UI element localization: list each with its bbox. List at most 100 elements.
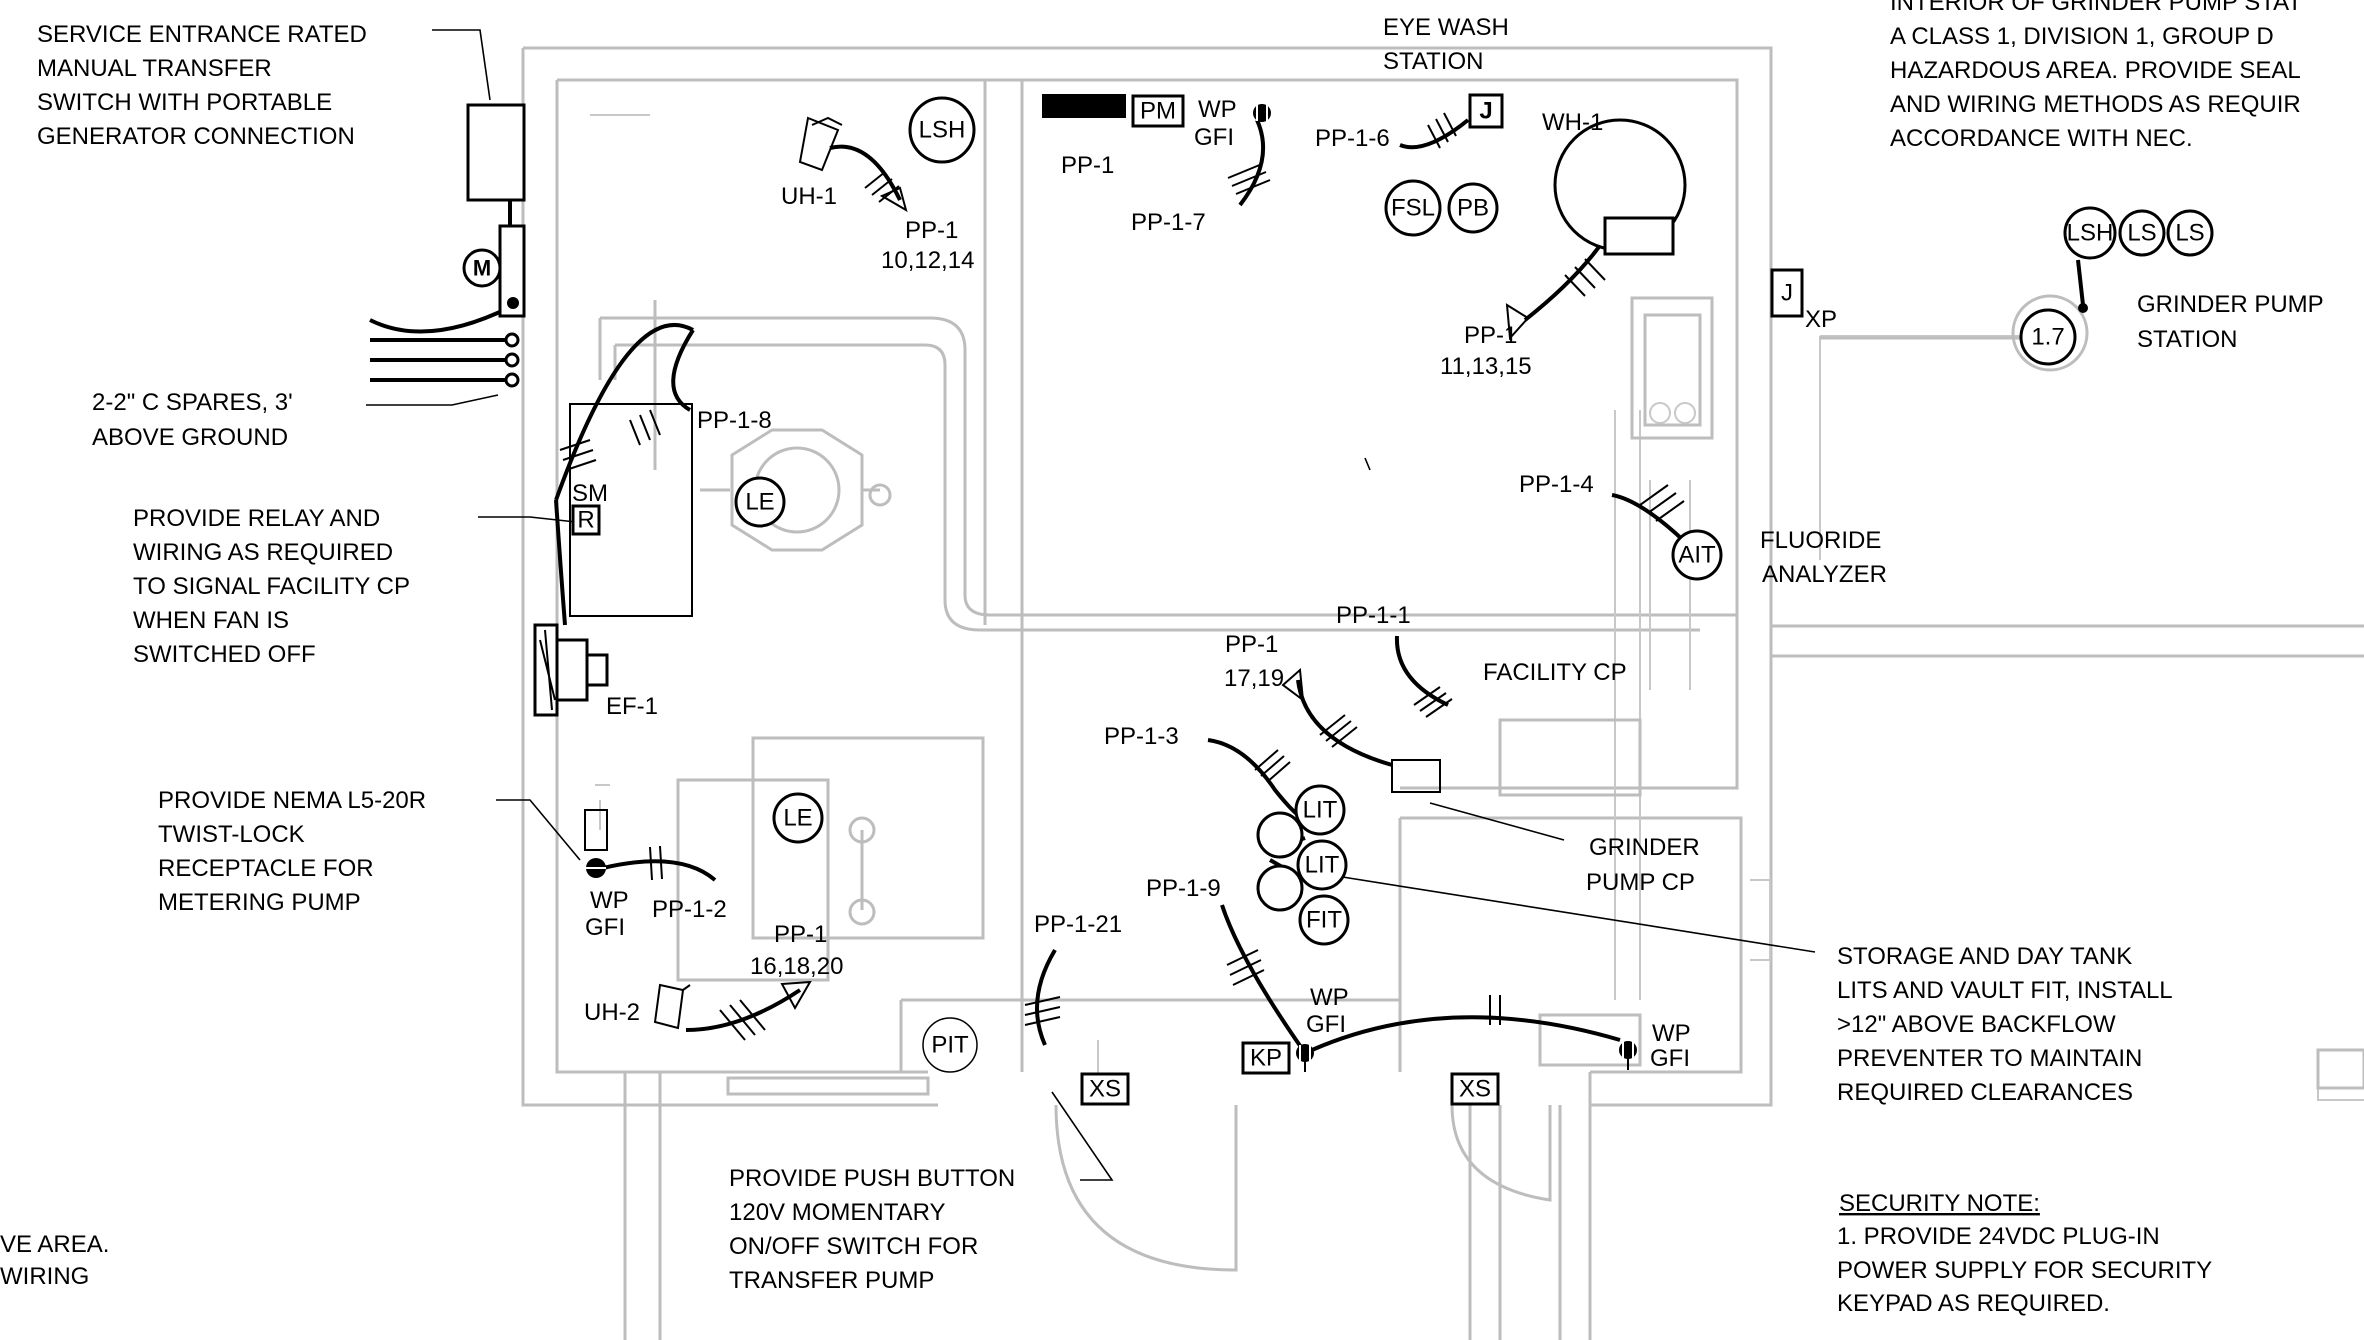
grinder-station-piping: [1820, 294, 2089, 372]
note-grinder-interior: INTERIOR OF GRINDER PUMP STAT A CLASS 1,…: [1890, 0, 2302, 152]
label-symbols-wp: WP: [1310, 984, 1349, 1011]
label-symbols-wp: WP: [1198, 96, 1237, 123]
grinder-cp-box: [1391, 759, 1441, 793]
wiring: [369, 112, 2085, 1052]
instrument-pit: PIT: [922, 1017, 978, 1073]
note-eye-wash: EYE WASH STATION: [1383, 14, 1509, 75]
spare-conduit-ends: [504, 332, 520, 388]
label-notes-grinder-interior-1: A CLASS 1, DIVISION 1, GROUP D: [1890, 23, 2274, 50]
label-symbols-lsh: LSH: [919, 117, 966, 144]
note-storage: STORAGE AND DAY TANK LITS AND VAULT FIT,…: [1837, 943, 2173, 1106]
instrument-lit-2: LIT: [1256, 839, 1348, 912]
instrument-fit: FIT: [1298, 894, 1350, 946]
label-notes-push-button-3: TRANSFER PUMP: [729, 1267, 934, 1294]
label-symbols-wp: WP: [1652, 1020, 1691, 1047]
receptacle-metering: [584, 809, 608, 878]
note-grinder-cp: GRINDER PUMP CP: [1586, 834, 1700, 896]
label-symbols-fsl: FSL: [1391, 195, 1435, 222]
label-notes-eye-wash-1: STATION: [1383, 48, 1483, 75]
label-notes-service-entrance-3: GENERATOR CONNECTION: [37, 123, 355, 150]
label-notes-grinder-interior-0: INTERIOR OF GRINDER PUMP STAT: [1890, 0, 2302, 16]
label-notes-spares-1: ABOVE GROUND: [92, 424, 288, 451]
keypad: KP: [1241, 1041, 1291, 1075]
label-symbols-gfi: GFI: [1306, 1011, 1346, 1038]
label-circuits-pp1-9: PP-1-9: [1146, 875, 1221, 902]
label-notes-nema-1: TWIST-LOCK: [158, 821, 305, 848]
receptacle-right: [1619, 1041, 1637, 1070]
label-notes-push-button-0: PROVIDE PUSH BUTTON: [729, 1165, 1015, 1192]
j-label: J: [1479, 98, 1492, 125]
equipment-outlines: [590, 114, 2364, 1096]
label-notes-storage-3: PREVENTER TO MAINTAIN: [1837, 1045, 2142, 1072]
relay-label: R: [577, 507, 594, 534]
water-heater-wh1: [1553, 118, 1687, 256]
label-notes-nema-0: PROVIDE NEMA L5-20R: [158, 787, 426, 814]
instrument-ait: AIT: [1671, 529, 1723, 581]
transfer-switch: [466, 103, 526, 318]
motor-label: M: [473, 256, 491, 281]
label-symbols-wp: WP: [590, 887, 629, 914]
instrument-pb: PB: [1447, 182, 1499, 234]
label-symbols-le: LE: [745, 489, 774, 516]
label-circuits-pp1-a-nums: 10,12,14: [881, 247, 974, 274]
label-notes-security-1: POWER SUPPLY FOR SECURITY: [1837, 1257, 2212, 1284]
fan-starter-box: R SM: [569, 403, 693, 617]
label-circuits-pp1-d: PP-1: [1225, 631, 1278, 658]
exhaust-fan-ef1: [533, 623, 609, 717]
label-notes-push-button-1: 120V MOMENTARY: [729, 1199, 946, 1226]
label-notes-fluoride-0: FLUORIDE: [1760, 527, 1881, 554]
note-push-button: PROVIDE PUSH BUTTON 120V MOMENTARY ON/OF…: [729, 1165, 1015, 1294]
label-notes-storage-2: >12" ABOVE BACKFLOW: [1837, 1011, 2116, 1038]
note-service-entrance: SERVICE ENTRANCE RATED MANUAL TRANSFER S…: [37, 21, 367, 150]
label-circuits-ef1: EF-1: [606, 693, 658, 720]
security-switch-left: XS: [1080, 1072, 1130, 1106]
grinder-pump-station: LSH LS LS 1.7: [2019, 206, 2214, 366]
label-circuits-wh1: WH-1: [1542, 109, 1603, 136]
label-notes-security-title: SECURITY NOTE:: [1839, 1190, 2040, 1217]
label-circuits-pp1-c-nums: 11,13,15: [1440, 353, 1532, 380]
label-symbols-pit: PIT: [931, 1032, 969, 1059]
security-switch-right: XS: [1450, 1072, 1500, 1106]
label-symbols-ls: LS: [2175, 220, 2204, 247]
note-relay: PROVIDE RELAY AND WIRING AS REQUIRED TO …: [133, 505, 410, 668]
note-nema: PROVIDE NEMA L5-20R TWIST-LOCK RECEPTACL…: [158, 787, 426, 916]
label-notes-storage-4: REQUIRED CLEARANCES: [1837, 1079, 2133, 1106]
door-swings: [1054, 1104, 1552, 1272]
label-notes-spares-0: 2-2" C SPARES, 3': [92, 389, 293, 416]
label-notes-storage-0: STORAGE AND DAY TANK: [1837, 943, 2132, 970]
label-symbols-gfi: GFI: [1194, 124, 1234, 151]
label-circuits-pp1-7: PP-1-7: [1131, 209, 1206, 236]
label-notes-service-entrance-2: SWITCH WITH PORTABLE: [37, 89, 332, 116]
label-notes-grinder-station-0: GRINDER PUMP: [2137, 291, 2324, 318]
instrument-le-lower: LE: [772, 792, 824, 844]
uh1-heater: [798, 116, 843, 172]
label-notes-security-2: KEYPAD AS REQUIRED.: [1837, 1290, 2110, 1317]
label-notes-grinder-interior-3: AND WIRING METHODS AS REQUIR: [1890, 91, 2301, 118]
label-notes-grinder-cp-0: GRINDER: [1589, 834, 1700, 861]
label-notes-fluoride-1: ANALYZER: [1762, 561, 1887, 588]
note-hazard-left: VE AREA. WIRING: [0, 1231, 109, 1290]
label-notes-relay-1: WIRING AS REQUIRED: [133, 539, 393, 566]
label-symbols-le: LE: [783, 805, 812, 832]
pm-label: PM: [1140, 98, 1176, 125]
label-symbols-lit: LIT: [1303, 797, 1338, 824]
label-symbols-gfi: GFI: [585, 914, 625, 941]
junction-box-top: J: [1468, 93, 1504, 129]
label-circuits-pp1-21: PP-1-21: [1034, 911, 1122, 938]
label-circuits-pp1-b: PP-1: [1061, 152, 1114, 179]
label-notes-storage-1: LITS AND VAULT FIT, INSTALL: [1837, 977, 2173, 1004]
label-symbols-gfi: GFI: [1650, 1045, 1690, 1072]
label-notes-grinder-interior-2: HAZARDOUS AREA. PROVIDE SEAL: [1890, 57, 2301, 84]
label-symbols-kp: KP: [1250, 1045, 1282, 1072]
note-security: SECURITY NOTE: 1. PROVIDE 24VDC PLUG-IN …: [1837, 1190, 2212, 1317]
label-circuits-pp1-e-nums: 16,18,20: [750, 953, 843, 980]
building-walls: [521, 46, 2364, 1340]
label-notes-grinder-interior-4: ACCORDANCE WITH NEC.: [1890, 125, 2193, 152]
label-symbols-pb: PB: [1457, 195, 1489, 222]
label-notes-eye-wash-0: EYE WASH: [1383, 14, 1509, 41]
jxp-label: J: [1781, 280, 1793, 307]
label-notes-hazard-left-0: VE AREA.: [0, 1231, 109, 1258]
label-circuits-pp1-e: PP-1: [774, 921, 827, 948]
power-monitor: PM: [1131, 94, 1185, 128]
